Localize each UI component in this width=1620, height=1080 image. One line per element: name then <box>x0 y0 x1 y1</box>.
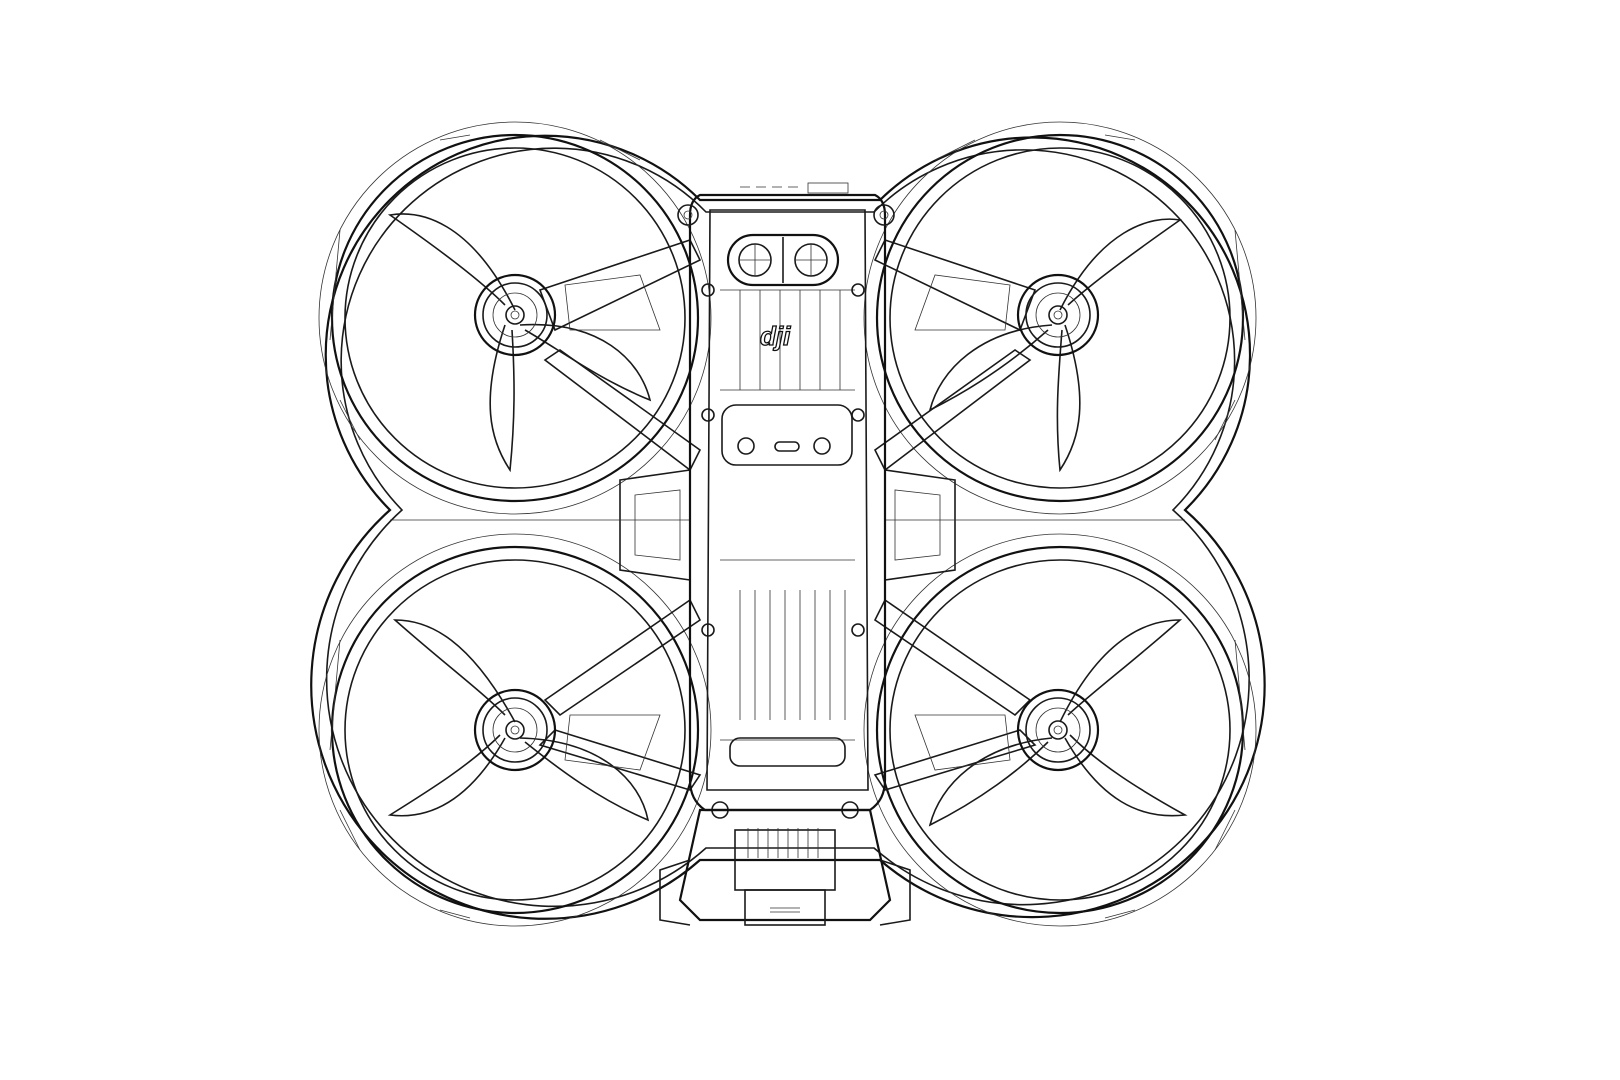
screws <box>677 204 895 819</box>
prop-guard-bottom-right <box>863 533 1257 927</box>
motor-bottom-right <box>1016 688 1100 772</box>
arms <box>538 239 1037 791</box>
motor-bottom-left <box>473 688 557 772</box>
vent-lines-bottom <box>739 590 846 720</box>
indicator-slot <box>774 441 800 452</box>
prop-guard-bottom-left <box>318 533 712 927</box>
prop-guard-top-right <box>863 121 1257 515</box>
battery-latch-panel <box>721 404 853 466</box>
vent-lines-top <box>739 290 841 390</box>
frame-center-connectors <box>390 469 1185 581</box>
motor-top-left <box>473 273 557 357</box>
motor-top-right <box>1016 273 1100 357</box>
propeller-blades <box>387 213 1188 827</box>
gimbal-camera <box>659 808 911 926</box>
vision-sensors <box>726 182 849 287</box>
central-body <box>688 193 887 812</box>
prop-guard-top-left <box>318 121 712 515</box>
dji-logo: dji <box>760 321 791 351</box>
